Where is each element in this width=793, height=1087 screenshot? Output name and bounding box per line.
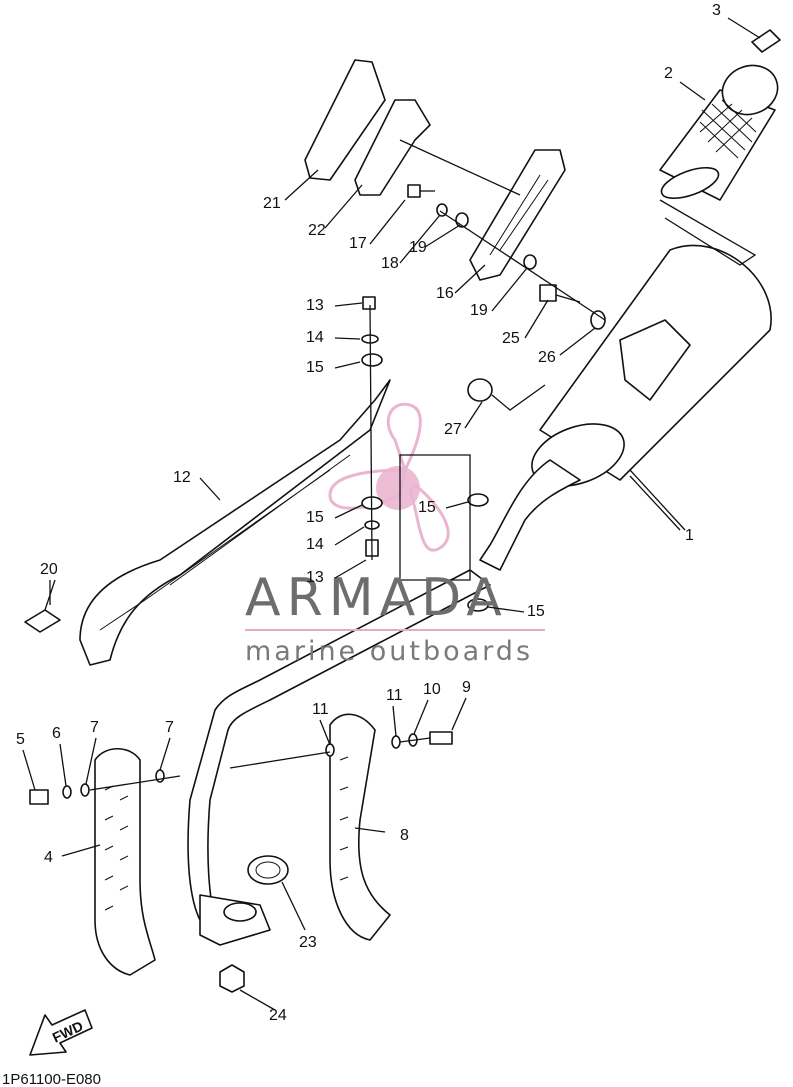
exhaust-pipe	[187, 569, 491, 946]
callout-label: 14	[306, 329, 324, 346]
callout-label: 19	[470, 302, 488, 319]
screw-part-3	[727, 17, 781, 53]
callout-label: 10	[423, 681, 441, 698]
callout-label: 16	[436, 285, 454, 302]
callout-label: 22	[308, 222, 326, 239]
callout-label: 15	[306, 359, 324, 376]
callout-label: 7	[90, 719, 99, 736]
callout-label: 13	[306, 297, 324, 314]
callout-label: 18	[381, 255, 399, 272]
callout-label: 9	[462, 679, 471, 696]
fwd-label: FWD	[50, 1018, 86, 1046]
gasket-part-23	[247, 855, 306, 931]
callout-label: 15	[306, 509, 324, 526]
callout-leaders	[22, 81, 706, 857]
watermark-propeller-logo	[328, 402, 450, 552]
callout-label: 4	[44, 849, 53, 866]
callout-label: 17	[349, 235, 367, 252]
fwd-arrow: FWD	[29, 1009, 93, 1056]
callout-label: 26	[538, 349, 556, 366]
watermark-brand: ARMADA	[245, 568, 508, 628]
stay-part-12	[79, 379, 391, 666]
leader-lines	[89, 139, 757, 791]
callout-label: 3	[712, 2, 721, 19]
callout-label: 15	[418, 499, 436, 516]
end-cap-part-2	[659, 64, 779, 201]
nut-part-24	[219, 964, 276, 1011]
callout-label: 20	[40, 561, 58, 578]
callout-label: 23	[299, 934, 317, 951]
protector-part-4	[94, 747, 156, 976]
callout-label: 15	[527, 603, 545, 620]
diagram-code: 1P61100-E080	[2, 1071, 101, 1087]
callout-label: 11	[386, 687, 403, 704]
callout-label: 13	[306, 569, 324, 586]
protector-part-8	[329, 713, 391, 941]
callout-label: 24	[269, 1007, 287, 1024]
callout-label: 7	[165, 719, 174, 736]
muffler-part-1	[479, 244, 772, 571]
callout-label: 1	[685, 527, 694, 544]
callout-label: 11	[312, 701, 329, 718]
watermark-tagline: marine outboards	[245, 636, 533, 667]
callout-label: 25	[502, 330, 520, 347]
bolt-part-20	[24, 579, 61, 633]
callout-label: 6	[52, 725, 61, 742]
callout-label: 12	[173, 469, 191, 486]
callout-label: 27	[444, 421, 462, 438]
callout-label: 21	[263, 195, 281, 212]
callout-labels: 1 2 3 4 5 6 7 7 8 9 10 11 11 12 13 13 14…	[16, 2, 721, 1024]
callout-label: 8	[400, 827, 409, 844]
callout-label: 14	[306, 536, 324, 553]
callout-label: 5	[16, 731, 25, 748]
bracket-part-16	[469, 149, 566, 281]
protector-part-22	[354, 99, 431, 196]
callout-label: 2	[664, 65, 673, 82]
callout-label: 19	[409, 239, 427, 256]
watermark: ARMADA marine outboards	[245, 568, 545, 667]
